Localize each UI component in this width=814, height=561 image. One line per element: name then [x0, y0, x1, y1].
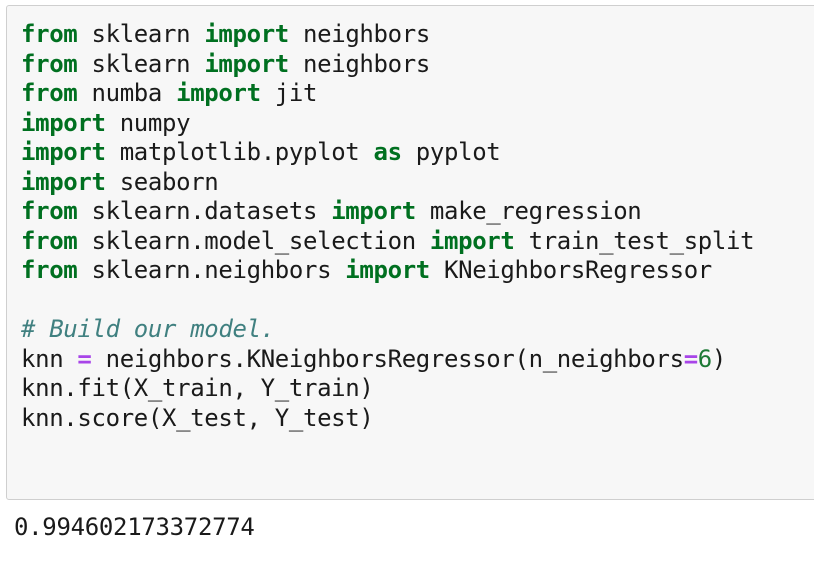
code-token-op: = [77, 344, 92, 373]
code-token-txt: seaborn [105, 167, 219, 196]
code-token-kw: import [204, 20, 289, 48]
code-token-kw: import [204, 49, 289, 78]
code-token-txt: neighbors.KNeighborsRegressor(n_neighbor… [91, 344, 684, 373]
code-line[interactable] [21, 286, 814, 316]
code-token-kw: from [21, 197, 78, 225]
code-token-kw: as [373, 138, 403, 166]
output-line: 0.994602173372774 [14, 513, 255, 541]
code-line[interactable]: from sklearn.datasets import make_regres… [21, 197, 814, 227]
code-token-com: # Build our model. [21, 315, 275, 343]
code-token-kw: from [21, 49, 78, 78]
code-token-txt: neighbors [288, 49, 430, 78]
code-token-txt: sklearn.neighbors [77, 256, 346, 284]
code-token-kw: import [21, 108, 106, 137]
code-token-txt: KNeighborsRegressor [429, 256, 712, 284]
code-token-txt: knn [21, 344, 78, 373]
code-token-txt: sklearn [77, 49, 205, 78]
code-token-txt: pyplot [401, 138, 501, 166]
code-token-txt: make_regression [415, 197, 642, 225]
code-token-txt: jit [260, 79, 318, 107]
code-token-kw: from [21, 79, 78, 107]
code-line[interactable]: knn.fit(X_train, Y_train) [21, 374, 814, 404]
code-token-kw: import [176, 79, 261, 107]
code-token-num: 6 [697, 344, 712, 373]
code-token-txt: knn.score(X_test, Y_test) [21, 403, 374, 432]
code-token-txt: knn.fit(X_train, Y_train) [21, 374, 374, 402]
code-line[interactable]: # Build our model. [21, 315, 814, 345]
code-token-kw: from [21, 226, 78, 255]
code-line[interactable]: from sklearn.model_selection import trai… [21, 227, 814, 257]
code-token-txt: matplotlib.pyplot [105, 138, 374, 166]
code-token-txt: numpy [105, 108, 191, 137]
code-token-txt: train_test_split [514, 226, 755, 255]
code-token-kw: from [21, 256, 78, 284]
code-token-kw: import [345, 256, 430, 284]
code-line[interactable]: from numba import jit [21, 79, 814, 109]
code-token-txt: numba [77, 79, 177, 107]
code-token-txt: sklearn.datasets [77, 197, 332, 225]
code-line[interactable]: knn.score(X_test, Y_test) [21, 404, 814, 434]
code-token-txt: sklearn.model_selection [77, 226, 430, 255]
code-token-kw: import [429, 226, 515, 255]
code-token-txt: neighbors [288, 20, 430, 48]
code-token-kw: from [21, 20, 78, 48]
code-token-txt: ) [711, 344, 727, 373]
code-line[interactable]: import numpy [21, 109, 814, 139]
code-token-op: = [683, 344, 698, 373]
cell-output-area: 0.994602173372774 [14, 512, 714, 542]
code-line[interactable]: from sklearn import neighbors [21, 50, 814, 80]
code-line[interactable]: knn = neighbors.KNeighborsRegressor(n_ne… [21, 345, 814, 375]
code-line[interactable]: import matplotlib.pyplot as pyplot [21, 138, 814, 168]
code-line[interactable]: from sklearn import neighbors [21, 20, 814, 50]
code-token-txt: sklearn [77, 20, 205, 48]
code-token-kw: import [331, 197, 416, 225]
code-token-kw: import [21, 138, 106, 166]
code-line[interactable]: import seaborn [21, 168, 814, 198]
code-line[interactable]: from sklearn.neighbors import KNeighbors… [21, 256, 814, 286]
code-token-kw: import [21, 167, 106, 196]
